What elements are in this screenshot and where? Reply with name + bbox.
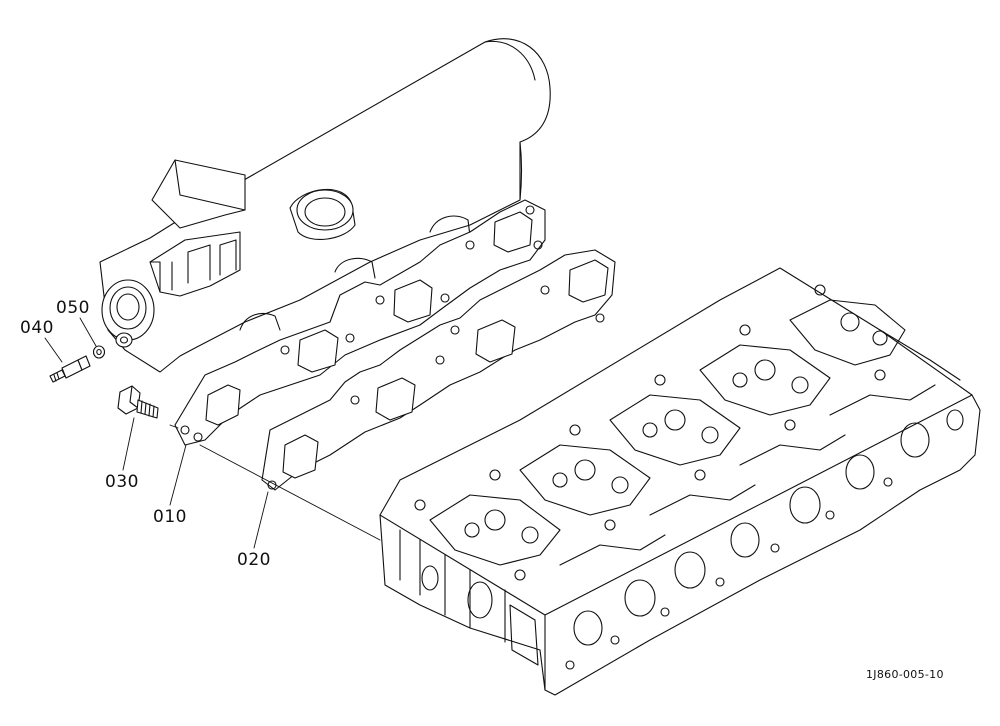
washer-050 xyxy=(94,346,105,358)
part-label-030: 030 xyxy=(105,472,139,492)
fitting-040 xyxy=(50,356,90,382)
part-label-020: 020 xyxy=(237,550,271,570)
cylinder-head xyxy=(380,268,980,695)
part-label-040: 040 xyxy=(20,318,54,338)
gasket-010 xyxy=(175,200,545,445)
combustion-chambers xyxy=(430,300,905,565)
part-label-010: 010 xyxy=(153,507,187,527)
gasket-020 xyxy=(262,250,615,490)
leader-lines xyxy=(45,318,380,548)
exhaust-manifold xyxy=(100,39,550,372)
drawing-code: 1J860-005-10 xyxy=(866,668,944,681)
bolt-030 xyxy=(118,386,158,418)
part-label-050: 050 xyxy=(56,298,90,318)
